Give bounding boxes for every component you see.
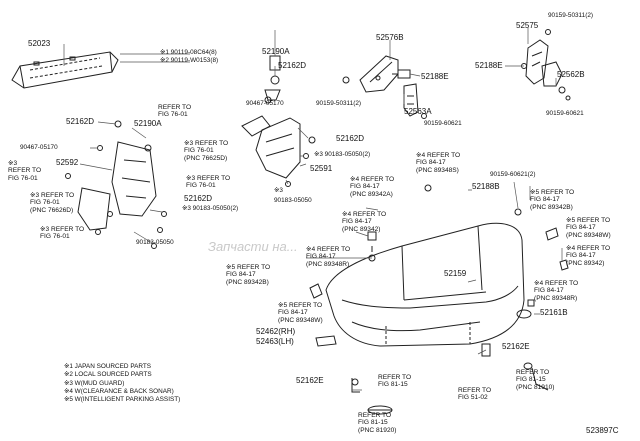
fastener-1-label: ※1 90119-08C64(8) [160,49,217,56]
part-52563a-label: 52563A [404,107,432,116]
fastener-11-label: 90183-05050 [274,197,312,204]
refer-pnc-89348w-left[interactable]: ※5 REFER TO FIG 84-17 (PNC 89348W) [278,302,323,324]
side-retainer-right-drawing [241,115,301,179]
small-fasteners-drawing [65,96,522,249]
refer-fig51-02[interactable]: REFER TO FIG 51-02 [458,387,492,402]
part-52575-label: 52575 [516,21,539,30]
refer-fig76-low[interactable]: ※3 REFER TO FIG 76-01 [40,226,85,241]
bracket-52575-drawing [521,29,551,85]
fastener-2-label: ※2 90119-W0153(8) [160,57,219,64]
part-52591-label: 52591 [310,164,333,173]
note-1: ※1 JAPAN SOURCED PARTS [64,363,152,370]
refer-pnc-89342-mid[interactable]: ※4 REFER TO FIG 84-17 (PNC 89342) [342,211,387,233]
watermark: Запчасти на... [208,239,298,254]
refer-pnc-89342-right[interactable]: ※4 REFER TO FIG 84-17 (PNC 89342) [566,245,611,267]
refer-fig76-top[interactable]: REFER TO FIG 76-01 [158,104,192,119]
refer-pnc-89348r-right[interactable]: ※4 REFER TO FIG 84-17 (PNC 89348R) [534,280,579,302]
notes-legend: ※1 JAPAN SOURCED PARTS ※2 LOCAL SOURCED … [64,363,180,405]
part-52162e-a-label: 52162E [502,342,530,351]
part-52562b-label: 52562B [557,70,585,79]
fastener-5-label: 90159-60621 [424,120,462,127]
part-52462rh-label: 52462(RH) [256,327,296,336]
refer-pnc-76626d[interactable]: ※3 REFER TO FIG 76-01 (PNC 76626D) [30,192,75,214]
refer-fig76-mid[interactable]: ※3 REFER TO FIG 76-01 [186,175,231,190]
spacer-52188e-drawing [392,69,411,79]
bumper-cover-drawing [325,222,525,347]
part-52162d-low-label: 52162D [184,194,213,203]
fastener-6-label: 90159-50311(2) [548,12,594,19]
note-4: ※4 W(CLEARANCE & BACK SONAR) [64,387,174,395]
part-52162e-b-label: 52162E [296,376,324,385]
refer-pnc-89342b-left[interactable]: ※5 REFER TO FIG 84-17 (PNC 89342B) [226,264,271,286]
part-52162d-mid-label: 52162D [336,134,365,143]
part-52190a-top-label: 52190A [262,47,290,56]
refer-fig81-15-c[interactable]: REFER TO FIG 81-15 (PNC 81910) [516,369,555,391]
part-52162d-top-label: 52162D [278,61,307,70]
note-3: ※3 W(MUD GUARD) [64,379,125,387]
refer-pnc-89342a[interactable]: ※4 REFER TO FIG 84-17 (PNC 89342A) [350,176,395,198]
fastener-10-label: ※3 [274,187,283,194]
fastener-9-label: ※3 90183-05050(2) [314,151,371,158]
side-retainer-left-drawing [77,141,157,231]
fastener-14-label: 90159-60621(2) [490,171,536,178]
part-52188e-b-label: 52188E [475,61,503,70]
refer-pnc-89348w-right[interactable]: ※5 REFER TO FIG 84-17 (PNC 89348W) [566,217,611,239]
refer-pnc-89342b-right[interactable]: ※5 REFER TO FIG 84-17 (PNC 89342B) [530,189,575,211]
fastener-7-label: 90159-60621 [546,110,584,117]
fastener-3-label: 90467-05170 [20,144,58,151]
reinforcement-bar-drawing [11,51,119,89]
refer-fig81-15-b[interactable]: REFER TO FIG 81-15 (PNC 81920) [358,412,397,434]
part-52161b-label: 52161B [540,308,568,317]
part-52576b-label: 52576B [376,33,404,42]
note-2: ※2 LOCAL SOURCED PARTS [64,371,152,379]
refer-fig81-15-a[interactable]: REFER TO FIG 81-15 [378,374,412,389]
part-52162d-left-label: 52162D [66,117,95,126]
part-52023-label: 52023 [28,39,51,48]
bracket-52576b-drawing [342,55,399,93]
part-52159-label: 52159 [444,269,467,278]
fastener-13-label: 90183-05050 [136,239,174,246]
refer-fig76-left[interactable]: ※3 REFER TO FIG 76-01 [8,160,42,182]
bracket-52562b-drawing [541,61,571,101]
fastener-8-label: 90467-05170 [246,100,284,107]
part-52188e-a-label: 52188E [421,72,449,81]
bracket-52563a-drawing [403,83,427,119]
refer-pnc-89348r-mid[interactable]: ※4 REFER TO FIG 84-17 (PNC 89348R) [306,246,351,268]
fastener-12-label: ※3 90183-05050(2) [182,205,239,212]
diagram-code: 523897C [586,426,619,435]
part-52592-label: 52592 [56,158,79,167]
part-52463lh-label: 52463(LH) [256,337,294,346]
part-52190a-left-label: 52190A [134,119,162,128]
refer-pnc-89348s[interactable]: ※4 REFER TO FIG 84-17 (PNC 89348S) [416,152,461,174]
refer-pnc-76625d[interactable]: ※3 REFER TO FIG 76-01 (PNC 76625D) [184,140,229,162]
reflector-drawing [315,335,337,347]
fastener-4-label: 90159-50311(2) [316,100,362,107]
note-5: ※5 W(INTELLIGENT PARKING ASSIST) [64,396,181,404]
part-52188b-label: 52188B [472,182,500,191]
